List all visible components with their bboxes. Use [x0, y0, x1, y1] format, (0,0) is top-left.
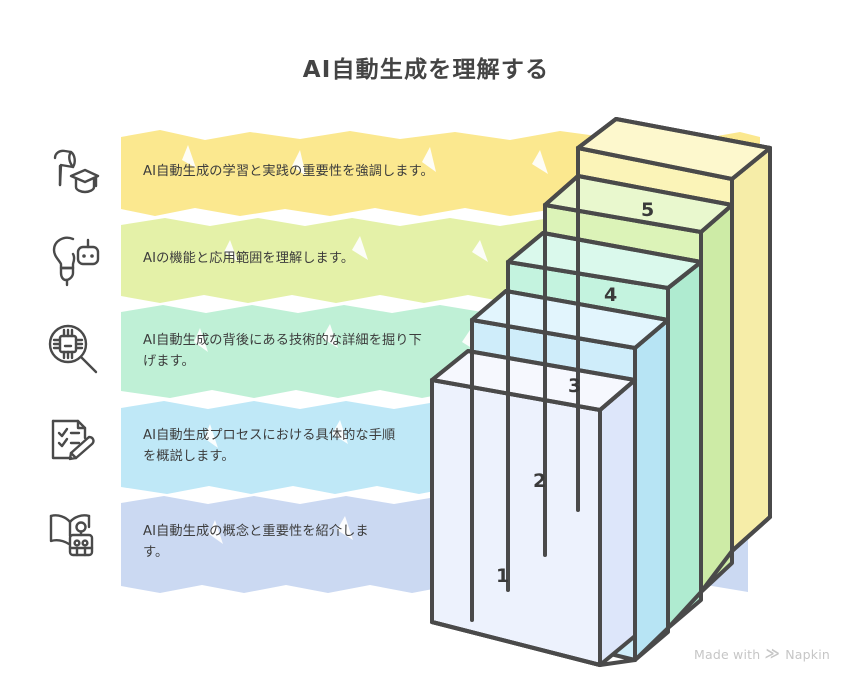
page-title: AI自動生成を理解する [302, 57, 550, 83]
step-number-2: 2 [533, 470, 547, 492]
row-label-1: AI自動生成の概念と重要性を紹介しま す。 [143, 524, 369, 560]
step-number-5: 5 [641, 199, 655, 221]
row-label-2: AI自動生成プロセスにおける具体的な手順 を概説します。 [143, 428, 396, 464]
flag-graduation-cap-icon [40, 140, 102, 202]
step-number-3: 3 [568, 375, 582, 397]
step-number-1: 1 [496, 565, 510, 587]
watermark-made-with: Made with [693, 646, 761, 662]
napkin-logo-icon: ≫ [764, 646, 782, 662]
napkin-watermark: Made with ≫ Napkin [694, 646, 830, 662]
row-label-4: AIの機能と応用範囲を理解します。 [143, 251, 355, 266]
row-label-3: AI自動生成の背後にある技術的な詳細を掘り下 げます。 [143, 333, 422, 369]
magnifier-chip-icon [40, 317, 102, 379]
step-number-4: 4 [604, 284, 618, 306]
lightbulb-robot-icon [40, 227, 102, 289]
watermark-brand: Napkin [785, 646, 830, 662]
checklist-pencil-icon [40, 408, 102, 470]
row-label-5: AI自動生成の学習と実践の重要性を強調します。 [143, 164, 434, 179]
book-robot-icon [40, 503, 102, 565]
